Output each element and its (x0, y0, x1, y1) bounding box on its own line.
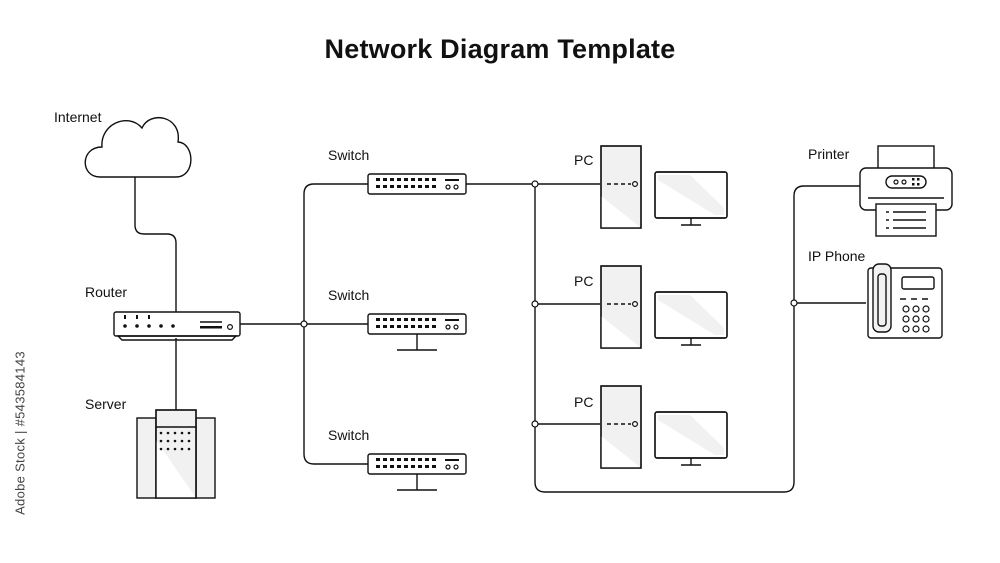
monitor-icon (654, 291, 728, 346)
ip-phone-icon (867, 263, 943, 339)
label-pc-2: PC (574, 273, 594, 289)
label-server: Server (85, 396, 127, 412)
line-internet-router (134, 177, 177, 312)
line-pc-peripherals (534, 184, 866, 493)
network-switch-icon (367, 173, 467, 195)
connection-lines (134, 177, 866, 493)
label-switch-3: Switch (328, 427, 370, 443)
junction-node (300, 320, 308, 328)
junction-node (531, 420, 539, 428)
junction-node (531, 300, 539, 308)
label-switch-2: Switch (328, 287, 370, 303)
page-title: Network Diagram Template (324, 34, 676, 64)
printer-icon (859, 145, 953, 237)
network-switch-icon (367, 453, 467, 475)
router-icon (113, 311, 241, 341)
junction-node (531, 180, 539, 188)
pc-tower-icon (600, 385, 642, 469)
cloud-icon (84, 117, 192, 178)
label-ip-phone: IP Phone (808, 248, 866, 264)
junction-nodes (300, 180, 798, 428)
line-switch-3-drop (397, 474, 437, 491)
junction-node (790, 299, 798, 307)
label-internet: Internet (54, 109, 102, 125)
label-pc-3: PC (574, 394, 594, 410)
pc-tower-icon (600, 145, 642, 229)
label-pc-1: PC (574, 152, 594, 168)
server-icon (136, 409, 216, 499)
network-switch-icon (367, 313, 467, 335)
pc-tower-icon (600, 265, 642, 349)
monitor-icon (654, 411, 728, 466)
label-switch-1: Switch (328, 147, 370, 163)
label-printer: Printer (808, 146, 850, 162)
line-switch-2-drop (397, 334, 437, 351)
label-router: Router (85, 284, 128, 300)
monitor-icon (654, 171, 728, 226)
